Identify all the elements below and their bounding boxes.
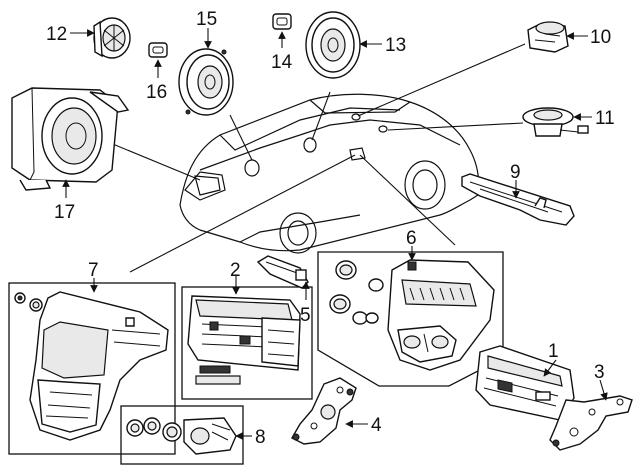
- callout-16: 16: [146, 82, 167, 103]
- callout-15: 15: [196, 9, 217, 30]
- callout-10: 10: [590, 27, 611, 48]
- callout-labels: 1 2 3 4 5 6 7 8 9 10 11 12 13 14 15 16 1…: [46, 9, 615, 448]
- leader-lines: [102, 43, 526, 273]
- part-12-tweeter: [93, 17, 131, 59]
- box-6-control-panel: [317, 251, 504, 387]
- callout-6: 6: [406, 228, 417, 249]
- part-17-subwoofer: [11, 87, 130, 191]
- part-1-radio: [475, 345, 575, 421]
- callout-2: 2: [230, 260, 241, 281]
- callout-7: 7: [88, 260, 99, 281]
- box-7-display: [8, 282, 176, 455]
- part-11-tweeter: [522, 107, 589, 137]
- callout-17: 17: [54, 202, 75, 223]
- part-4-bracket: [291, 377, 357, 445]
- callout-13: 13: [385, 35, 406, 56]
- callout-3: 3: [594, 362, 605, 383]
- part-14-pad: [272, 13, 292, 30]
- part-3-bracket: [549, 395, 633, 451]
- callout-12: 12: [46, 24, 67, 45]
- part-16-pad: [148, 42, 168, 58]
- part-13-speaker: [305, 11, 361, 79]
- callout-8: 8: [255, 427, 266, 448]
- part-15-speaker: [178, 48, 234, 116]
- callout-4: 4: [371, 415, 382, 436]
- box-8-knobs: [120, 405, 244, 465]
- callout-11: 11: [595, 108, 615, 129]
- callout-1: 1: [548, 341, 559, 362]
- callout-arrows: [62, 28, 608, 440]
- callout-14: 14: [271, 52, 293, 73]
- vehicle-outline: [179, 93, 480, 254]
- callout-5: 5: [300, 305, 311, 326]
- callout-9: 9: [510, 162, 521, 183]
- part-10-sensor: [527, 21, 569, 53]
- box-2-audio-unit: [181, 286, 313, 400]
- part-5-bracket: [256, 255, 309, 289]
